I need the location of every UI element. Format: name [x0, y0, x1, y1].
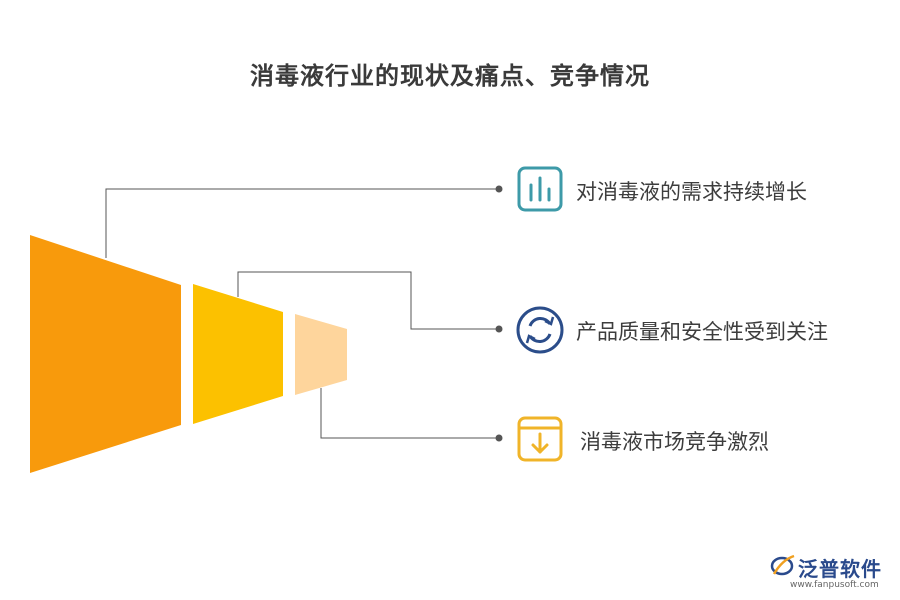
- funnel-stage-1: [30, 235, 181, 473]
- refresh-cycle-icon: [516, 306, 564, 354]
- funnel-stage-2: [193, 284, 283, 424]
- connector-line-3: [320, 388, 497, 439]
- logo-mark-icon: [770, 554, 795, 576]
- page-title: 消毒液行业的现状及痛点、竞争情况: [250, 62, 650, 90]
- connector-dot-1: [495, 185, 503, 193]
- connector-dot-2: [495, 325, 503, 333]
- item-label-2: 产品质量和安全性受到关注: [576, 320, 828, 344]
- connector-line-1: [105, 188, 497, 258]
- connector-dot-3: [495, 434, 503, 442]
- connector-line-2: [237, 271, 497, 330]
- brand-logo-name: 泛普软件: [798, 557, 882, 581]
- download-box-icon: [517, 416, 563, 462]
- item-label-1: 对消毒液的需求持续增长: [576, 180, 807, 204]
- funnel-stage-3: [295, 314, 347, 395]
- item-label-3: 消毒液市场竞争激烈: [580, 430, 769, 454]
- brand-logo-url: www.fanpusoft.com: [790, 580, 879, 590]
- bar-chart-icon: [517, 166, 563, 212]
